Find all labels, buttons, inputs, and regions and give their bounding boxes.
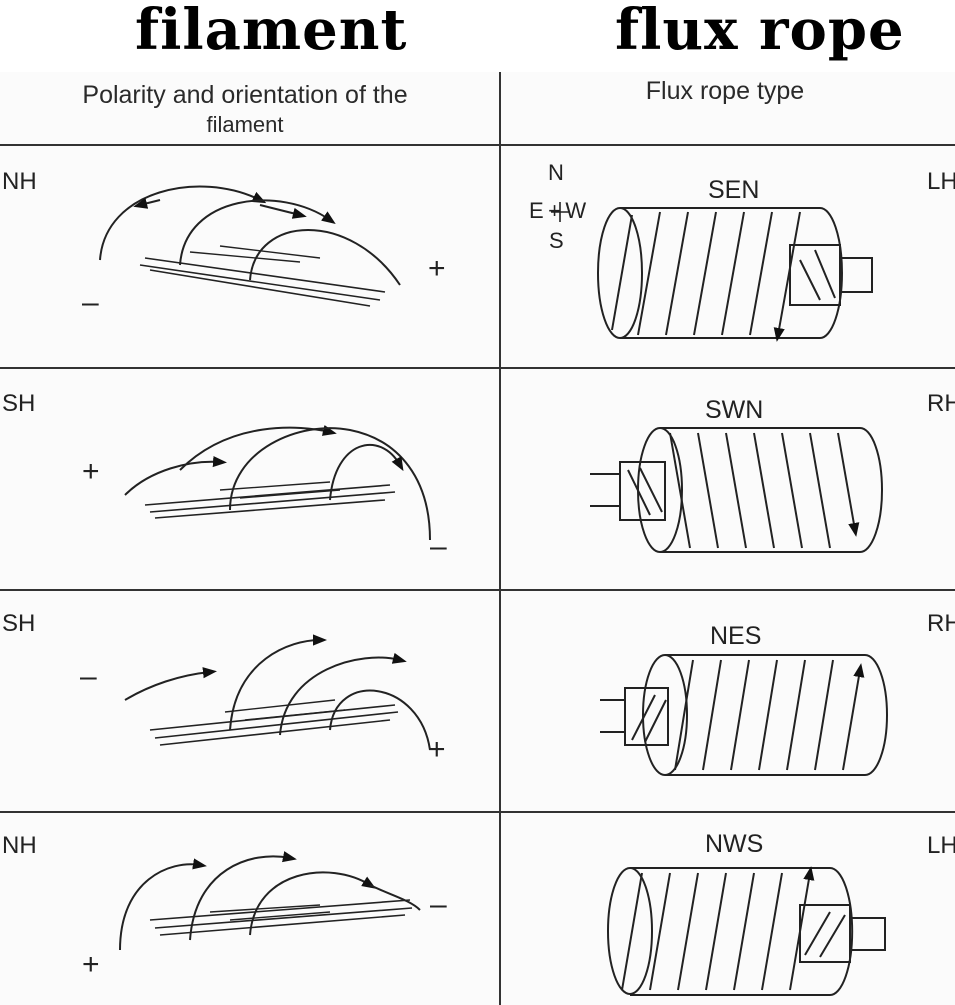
hemisphere-label-4: NH <box>2 832 37 860</box>
compass-ew: E + W <box>529 200 586 222</box>
rope-type-label-2: SWN <box>705 396 763 425</box>
polarity-sign-4b: – <box>430 888 447 922</box>
rope-type-label-4: NWS <box>705 830 763 859</box>
polarity-sign-2b: – <box>430 530 447 564</box>
flux-rope-sketch-4 <box>608 868 885 995</box>
filament-sketch-4 <box>120 856 420 950</box>
hemisphere-label-2: SH <box>2 390 35 418</box>
handedness-label-2: RH <box>927 390 955 418</box>
filament-sketch-1 <box>100 187 400 307</box>
polarity-sign-3b: + <box>428 733 446 767</box>
polarity-sign-1b: + <box>428 252 446 286</box>
compass-s: S <box>549 230 564 252</box>
filament-sketch-3 <box>125 640 430 750</box>
flux-rope-column-header: Flux rope type <box>560 76 890 106</box>
polarity-sign-3a: – <box>80 660 97 694</box>
polarity-sign-4a: + <box>82 948 100 982</box>
polarity-sign-2a: + <box>82 455 100 489</box>
handedness-label-1: LH <box>927 168 955 196</box>
header-left-line2: filament <box>25 110 465 140</box>
handedness-label-4: LH <box>927 832 955 860</box>
rope-type-label-1: SEN <box>708 176 759 205</box>
handedness-label-3: RH <box>927 610 955 638</box>
flux-rope-sketch-1 <box>598 208 872 338</box>
filament-column-header: Polarity and orientation of the filament <box>25 80 465 140</box>
polarity-sign-1a: – <box>82 286 99 320</box>
hemisphere-label-3: SH <box>2 610 35 638</box>
hemisphere-label-1: NH <box>2 168 37 196</box>
flux-rope-sketch-2 <box>590 428 882 552</box>
rope-type-label-3: NES <box>710 622 761 651</box>
compass-n: N <box>548 162 564 184</box>
filament-sketch-2 <box>125 428 430 540</box>
header-left-line1: Polarity and orientation of the <box>25 80 465 110</box>
flux-rope-sketch-3 <box>600 655 887 775</box>
